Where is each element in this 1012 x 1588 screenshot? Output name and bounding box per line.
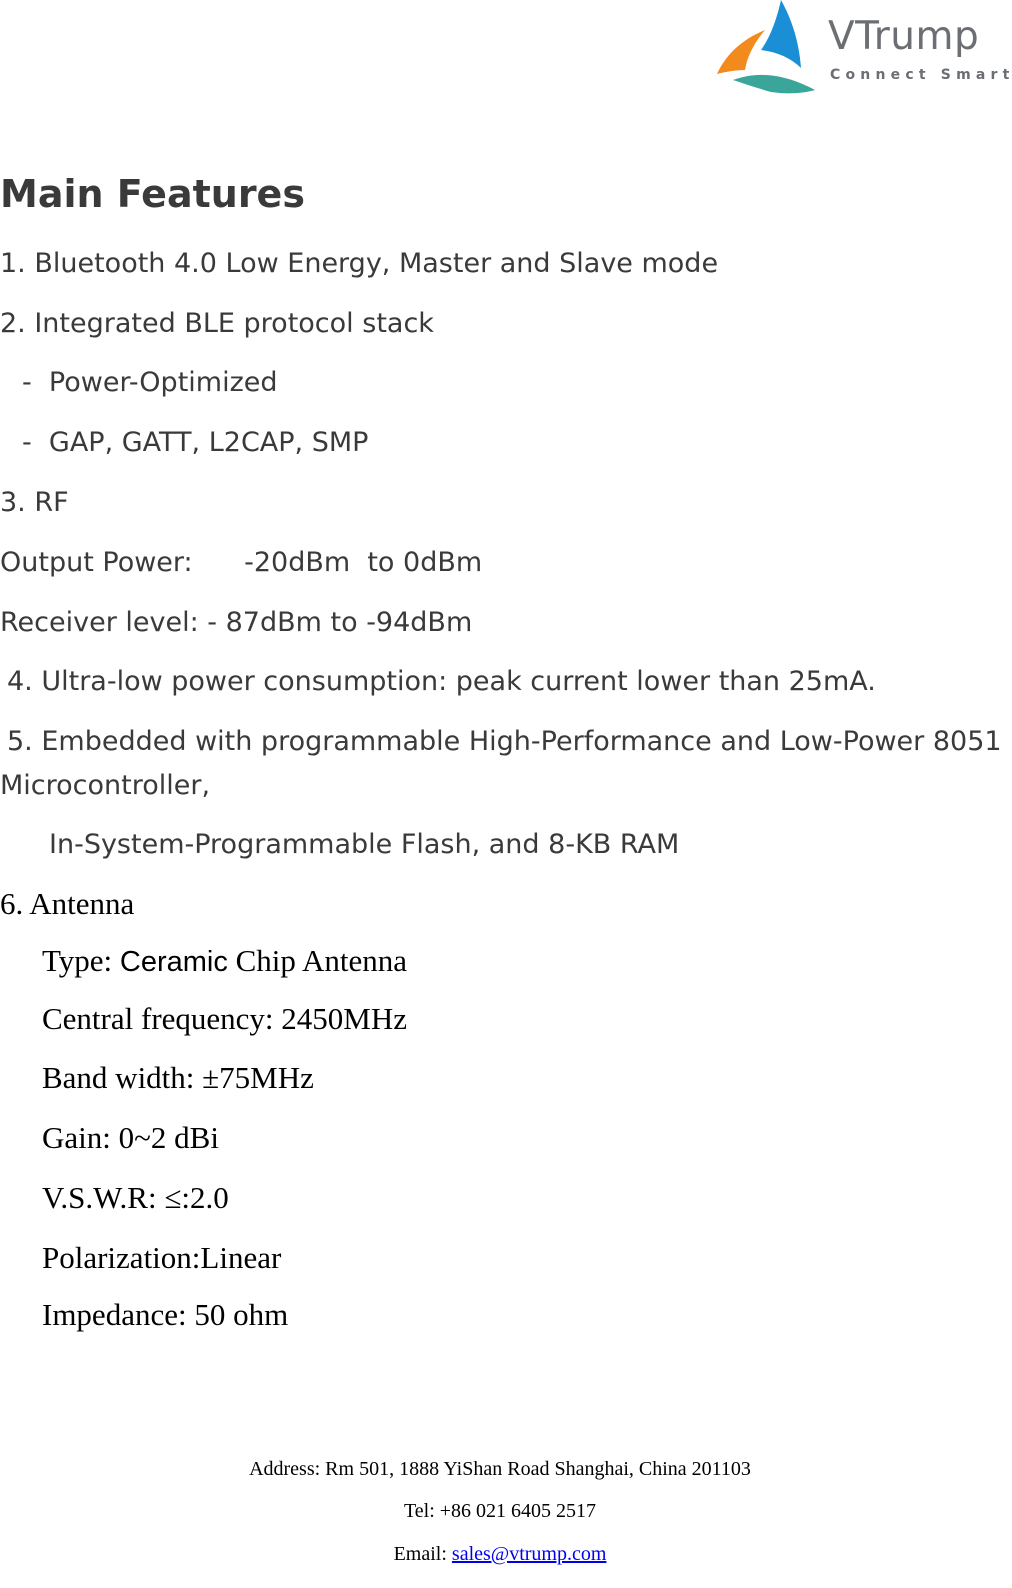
feature-line: 4. Ultra-low power consumption: peak cur… [7, 666, 876, 697]
antenna-heading: 6. Antenna [0, 886, 135, 921]
brand-logo: VTrump Connect Smart [715, 0, 1009, 100]
antenna-spec: Central frequency: 2450MHz [42, 1001, 407, 1036]
footer-tel: Tel: +86 021 6405 2517 [403, 1500, 597, 1522]
page-title: Main Features [0, 172, 305, 216]
feature-line: 3. RF [0, 487, 69, 518]
antenna-type-label: Type: [42, 943, 120, 978]
feature-line: Microcontroller, [0, 770, 211, 801]
feature-line: Output Power: -20dBm to 0dBm [0, 547, 483, 578]
antenna-spec: Gain: 0~2 dBi [42, 1120, 219, 1155]
antenna-type-ceramic: Ceramic [119, 946, 228, 978]
feature-subline: - Power-Optimized [22, 367, 278, 398]
antenna-spec: V.S.W.R: ≤:2.0 [42, 1180, 229, 1215]
feature-line: 2. Integrated BLE protocol stack [0, 308, 434, 339]
footer-email-link[interactable]: sales@vtrump.com [451, 1543, 607, 1565]
feature-line: 5. Embedded with programmable High-Perfo… [7, 726, 1002, 757]
brand-name: VTrump [828, 14, 980, 59]
triangle-logo-icon [717, 0, 815, 94]
antenna-type-rest: Chip Antenna [227, 943, 407, 978]
feature-line: Receiver level: - 87dBm to -94dBm [0, 607, 473, 638]
footer-email-label: Email: [393, 1543, 452, 1565]
brand-tagline: Connect Smart [830, 67, 1012, 83]
footer-email: Email: sales@vtrump.com [0, 1543, 1000, 1566]
feature-subline: - GAP, GATT, L2CAP, SMP [22, 427, 369, 458]
feature-line: 1. Bluetooth 4.0 Low Energy, Master and … [0, 248, 719, 279]
antenna-spec: Impedance: 50 ohm [42, 1297, 289, 1332]
feature-subline: In-System-Programmable Flash, and 8-KB R… [49, 829, 680, 860]
antenna-spec: Band width: ±75MHz [42, 1060, 314, 1095]
footer-address: Address: Rm 501, 1888 YiShan Road Shangh… [249, 1458, 751, 1480]
antenna-type: Type: Ceramic Chip Antenna [42, 943, 407, 979]
antenna-spec: Polarization:Linear [42, 1240, 282, 1275]
